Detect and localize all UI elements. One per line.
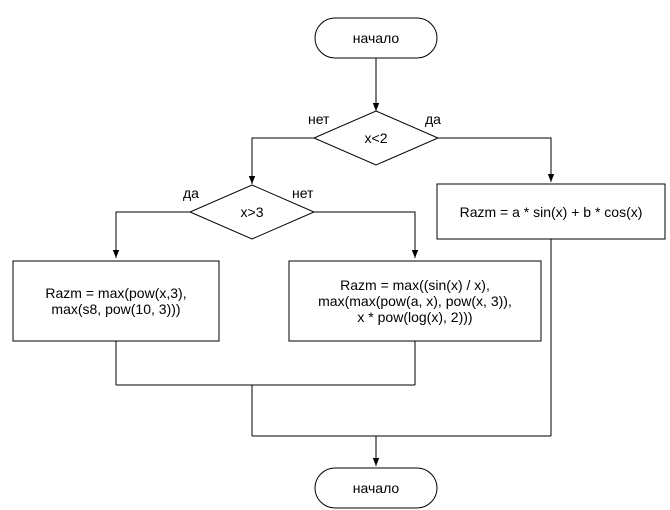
end-terminator: начало <box>314 467 438 509</box>
process-middle-line: Razm = max((sin(x) / x), <box>340 277 490 293</box>
process-middle-text: Razm = max((sin(x) / x), max(max(pow(a, … <box>289 261 541 341</box>
process-left-line: max(s8, pow(10, 3))) <box>51 301 181 317</box>
process-middle-line: x * pow(log(x), 2))) <box>357 309 473 325</box>
decision-inner: x>3 да нет <box>183 184 316 240</box>
process-left-line: Razm = max(pow(x,3), <box>45 285 187 301</box>
decision-inner-shape <box>188 184 316 240</box>
decision-inner-no-label: нет <box>292 185 314 201</box>
connector-yes-branch-main <box>438 137 555 182</box>
end-label: начало <box>353 480 400 496</box>
connector-yes-branch-inner <box>112 211 190 258</box>
connectors <box>112 58 555 466</box>
process-right-text: Razm = a * sin(x) + b * cos(x) <box>437 184 665 239</box>
decision-main-no-label: нет <box>308 111 330 127</box>
decision-inner-yes-label: да <box>183 185 199 201</box>
start-terminator: начало <box>314 17 438 59</box>
process-left-text: Razm = max(pow(x,3), max(s8, pow(10, 3))… <box>13 261 219 341</box>
start-label: начало <box>353 30 400 46</box>
start-shape <box>314 17 438 59</box>
connector-no-branch-main <box>248 137 314 184</box>
decision-main-yes-label: да <box>425 111 441 127</box>
process-right: Razm = a * sin(x) + b * cos(x) <box>436 183 666 240</box>
process-right-line: Razm = a * sin(x) + b * cos(x) <box>459 203 643 220</box>
process-middle-line: max(max(pow(a, x), pow(x, 3)), <box>318 293 512 309</box>
decision-main: x<2 нет да <box>308 110 441 166</box>
connector-no-branch-inner <box>314 211 419 258</box>
process-middle: Razm = max((sin(x) / x), max(max(pow(a, … <box>288 260 542 342</box>
process-middle-shape <box>288 260 542 342</box>
end-shape <box>314 467 438 509</box>
decision-main-shape <box>312 110 440 166</box>
process-left: Razm = max(pow(x,3), max(s8, pow(10, 3))… <box>12 260 220 342</box>
process-left-shape <box>12 260 220 342</box>
process-right-shape <box>436 183 666 240</box>
decision-inner-condition: x>3 <box>241 204 264 220</box>
decision-main-condition: x<2 <box>365 130 388 146</box>
